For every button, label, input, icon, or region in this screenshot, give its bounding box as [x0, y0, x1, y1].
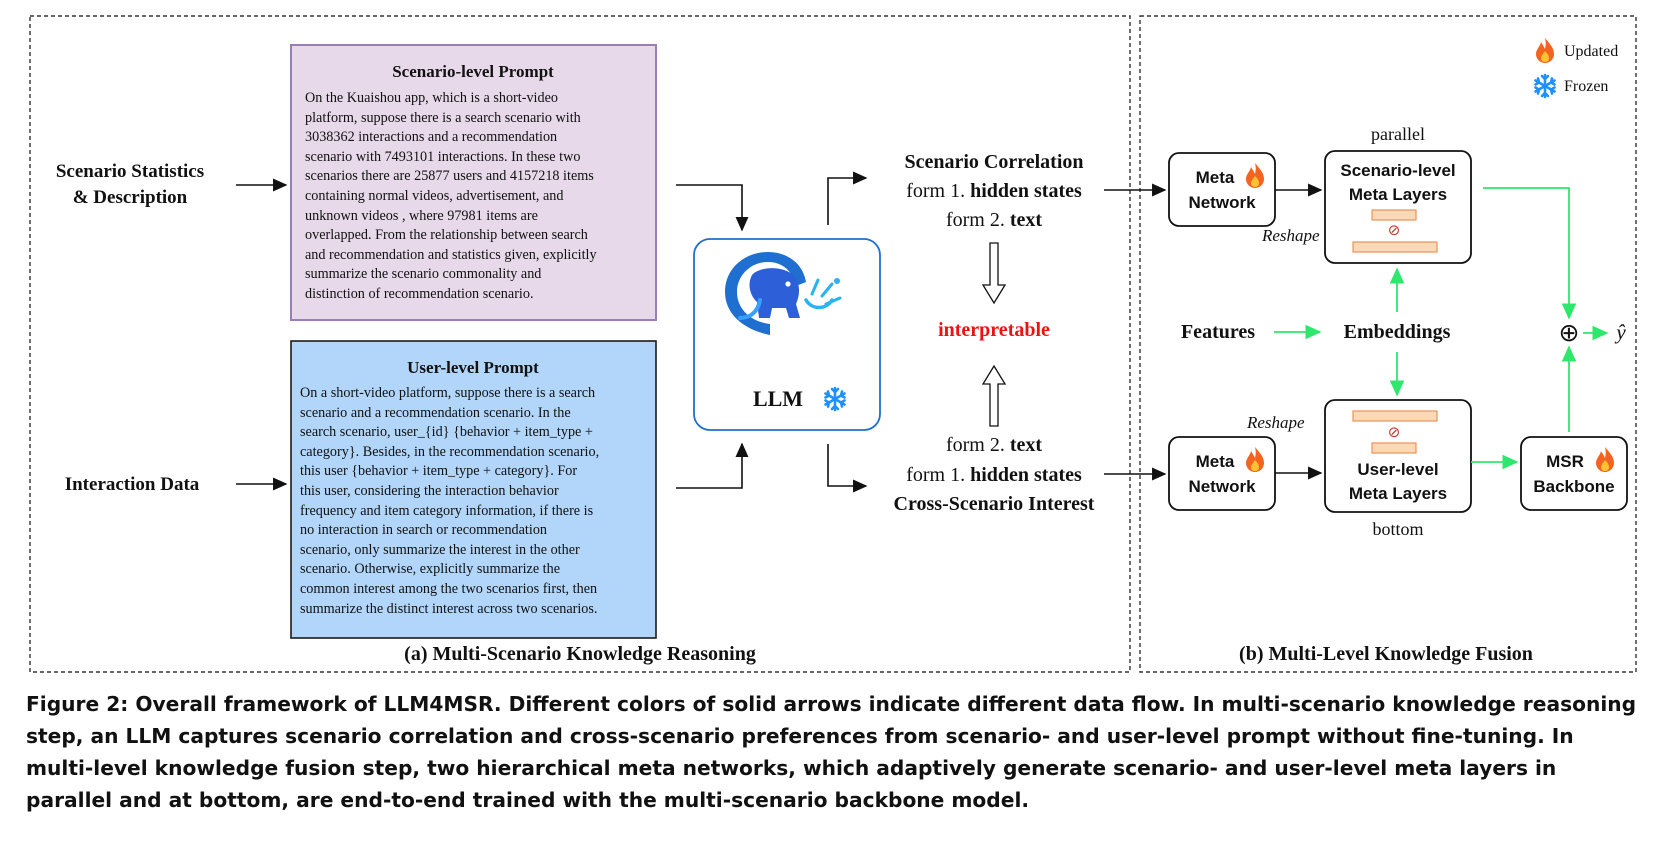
- panel-b-caption: (b) Multi-Level Knowledge Fusion: [1239, 643, 1533, 665]
- bottom-meta-network-box: [1168, 436, 1276, 511]
- user-prompt-line: On a short-video platform, suppose there…: [300, 385, 596, 401]
- user-meta-layers-box: [1324, 399, 1472, 513]
- user-prompt-line: summarize the distinct interest across t…: [300, 600, 598, 617]
- user-prompt-line: scenario, only summarize the interest in…: [300, 541, 580, 558]
- scenario-prompt-title: Scenario-level Prompt: [392, 62, 554, 81]
- elephant-logo-icon: [725, 252, 842, 335]
- hollow-arrow-down: [981, 242, 1007, 305]
- scenario-prompt-line: 3038362 interactions and a recommendatio…: [305, 129, 558, 146]
- panel-a-frame: [29, 15, 1131, 673]
- llm-box: [693, 238, 881, 431]
- scenario-meta-layers-label-2: Meta Layers: [1349, 185, 1447, 204]
- top-meta-network-box: [1168, 152, 1276, 227]
- output-y-hat: ŷ: [1614, 320, 1626, 344]
- llm-label: LLM: [753, 386, 803, 411]
- scenario-prompt-line: containing normal videos, advertisement,…: [305, 187, 564, 204]
- msr-backbone-label-1: MSR: [1546, 452, 1584, 471]
- arrow-scenario-prompt-to-llm: [676, 184, 749, 232]
- input-scenario-statistics: Scenario Statistics: [56, 161, 204, 182]
- features-label: Features: [1181, 321, 1255, 343]
- legend-frozen: Frozen: [1564, 78, 1608, 95]
- arrow-llm-to-cross-scenario-interest: [827, 444, 868, 493]
- msr-backbone-label-2: Backbone: [1533, 477, 1614, 496]
- msr-backbone-box: [1520, 436, 1628, 511]
- user-prompt-line: common interest among the two scenarios …: [300, 580, 598, 597]
- scenario-prompt-line: unknown videos , where 97981 items are: [305, 207, 538, 224]
- user-prompt-box: [290, 340, 657, 639]
- user-layer-symbol: ⊘: [1388, 424, 1401, 441]
- bottom-label: bottom: [1372, 519, 1423, 539]
- user-prompt-line: search scenario, user_{id} {behavior + i…: [300, 424, 593, 441]
- scenario-prompt-line: summarize the scenario commonality and: [305, 266, 542, 283]
- scenario-prompt-line: On the Kuaishou app, which is a short-vi…: [305, 90, 558, 106]
- user-prompt-line: scenario. Otherwise, explicitly summariz…: [300, 561, 561, 578]
- scenario-form2: form 2. text: [946, 209, 1042, 231]
- legend-updated: Updated: [1564, 43, 1618, 60]
- top-meta-network-label-2: Network: [1188, 193, 1256, 212]
- hollow-arrow-up: [981, 364, 1007, 427]
- user-prompt-title: User-level Prompt: [407, 358, 539, 377]
- user-meta-layers-label-2: Meta Layers: [1349, 484, 1447, 503]
- figure-caption: Figure 2: Overall framework of LLM4MSR. …: [26, 692, 1637, 812]
- user-layer-bar-2: [1371, 442, 1417, 454]
- panel-a-caption: (a) Multi-Scenario Knowledge Reasoning: [404, 643, 756, 665]
- legend-flame-icon: [1536, 38, 1554, 63]
- scenario-prompt-line: overlapped. From the relationship betwee…: [305, 227, 588, 244]
- scenario-layer-bar-1: [1371, 209, 1417, 221]
- user-prompt-body: On a short-video platform, suppose there…: [300, 384, 652, 619]
- user-prompt-line: category}. Besides, in the recommendatio…: [300, 443, 600, 460]
- scenario-prompt-line: and recommendation and statistics given,…: [305, 246, 597, 263]
- user-layer-bar-1: [1352, 410, 1438, 422]
- arrow-scenario-layers-to-fusion: [1483, 187, 1577, 320]
- scenario-prompt-line: platform, suppose there is a search scen…: [305, 109, 581, 126]
- user-prompt-line: no interaction in search or recommendati…: [300, 522, 548, 539]
- input-interaction-data: Interaction Data: [65, 474, 200, 495]
- scenario-meta-layers-label-1: Scenario-level: [1340, 161, 1455, 180]
- scenario-prompt-line: distinction of recommendation scenario.: [305, 285, 534, 302]
- cross-scenario-interest-label: Cross-Scenario Interest: [894, 493, 1095, 515]
- embeddings-label: Embeddings: [1344, 321, 1451, 343]
- scenario-prompt-box: [290, 44, 657, 321]
- scenario-meta-layers-box: [1324, 150, 1472, 264]
- user-prompt-line: this user {behavior + item_type + catego…: [300, 463, 578, 480]
- interpretable-label: interpretable: [938, 319, 1050, 341]
- interest-form1: form 1. hidden states: [906, 464, 1082, 486]
- top-meta-network-label-1: Meta: [1196, 168, 1235, 187]
- scenario-prompt-line: scenario with 7493101 interactions. In t…: [305, 148, 581, 165]
- interest-form2: form 2. text: [946, 434, 1042, 456]
- user-prompt-line: this user, considering the interaction b…: [300, 482, 559, 499]
- bottom-meta-network-label-2: Network: [1188, 477, 1256, 496]
- scenario-layer-bar-2: [1352, 241, 1438, 253]
- oplus-symbol: ⊕: [1559, 319, 1580, 347]
- bottom-reshape-label: Reshape: [1246, 413, 1305, 432]
- scenario-form1: form 1. hidden states: [906, 180, 1082, 202]
- user-prompt-line: scenario and a recommendation scenario. …: [300, 404, 571, 421]
- input-scenario-description: & Description: [73, 187, 188, 208]
- arrow-user-prompt-to-llm: [676, 442, 749, 489]
- scenario-layer-symbol: ⊘: [1388, 222, 1401, 239]
- arrow-llm-to-scenario-correlation: [827, 171, 868, 225]
- scenario-prompt-body: On the Kuaishou app, which is a short-vi…: [305, 89, 650, 305]
- top-reshape-label: Reshape: [1261, 226, 1320, 245]
- scenario-correlation-label: Scenario Correlation: [904, 151, 1083, 173]
- bottom-meta-network-label-1: Meta: [1196, 452, 1235, 471]
- panel-b-frame: [1139, 15, 1637, 673]
- scenario-prompt-line: scenarios there are 25877 users and 4157…: [305, 168, 594, 185]
- legend-snowflake-icon: [1534, 73, 1556, 99]
- user-prompt-line: frequency and item category information,…: [300, 502, 594, 519]
- user-meta-layers-label-1: User-level: [1357, 460, 1438, 479]
- parallel-label: parallel: [1371, 124, 1425, 144]
